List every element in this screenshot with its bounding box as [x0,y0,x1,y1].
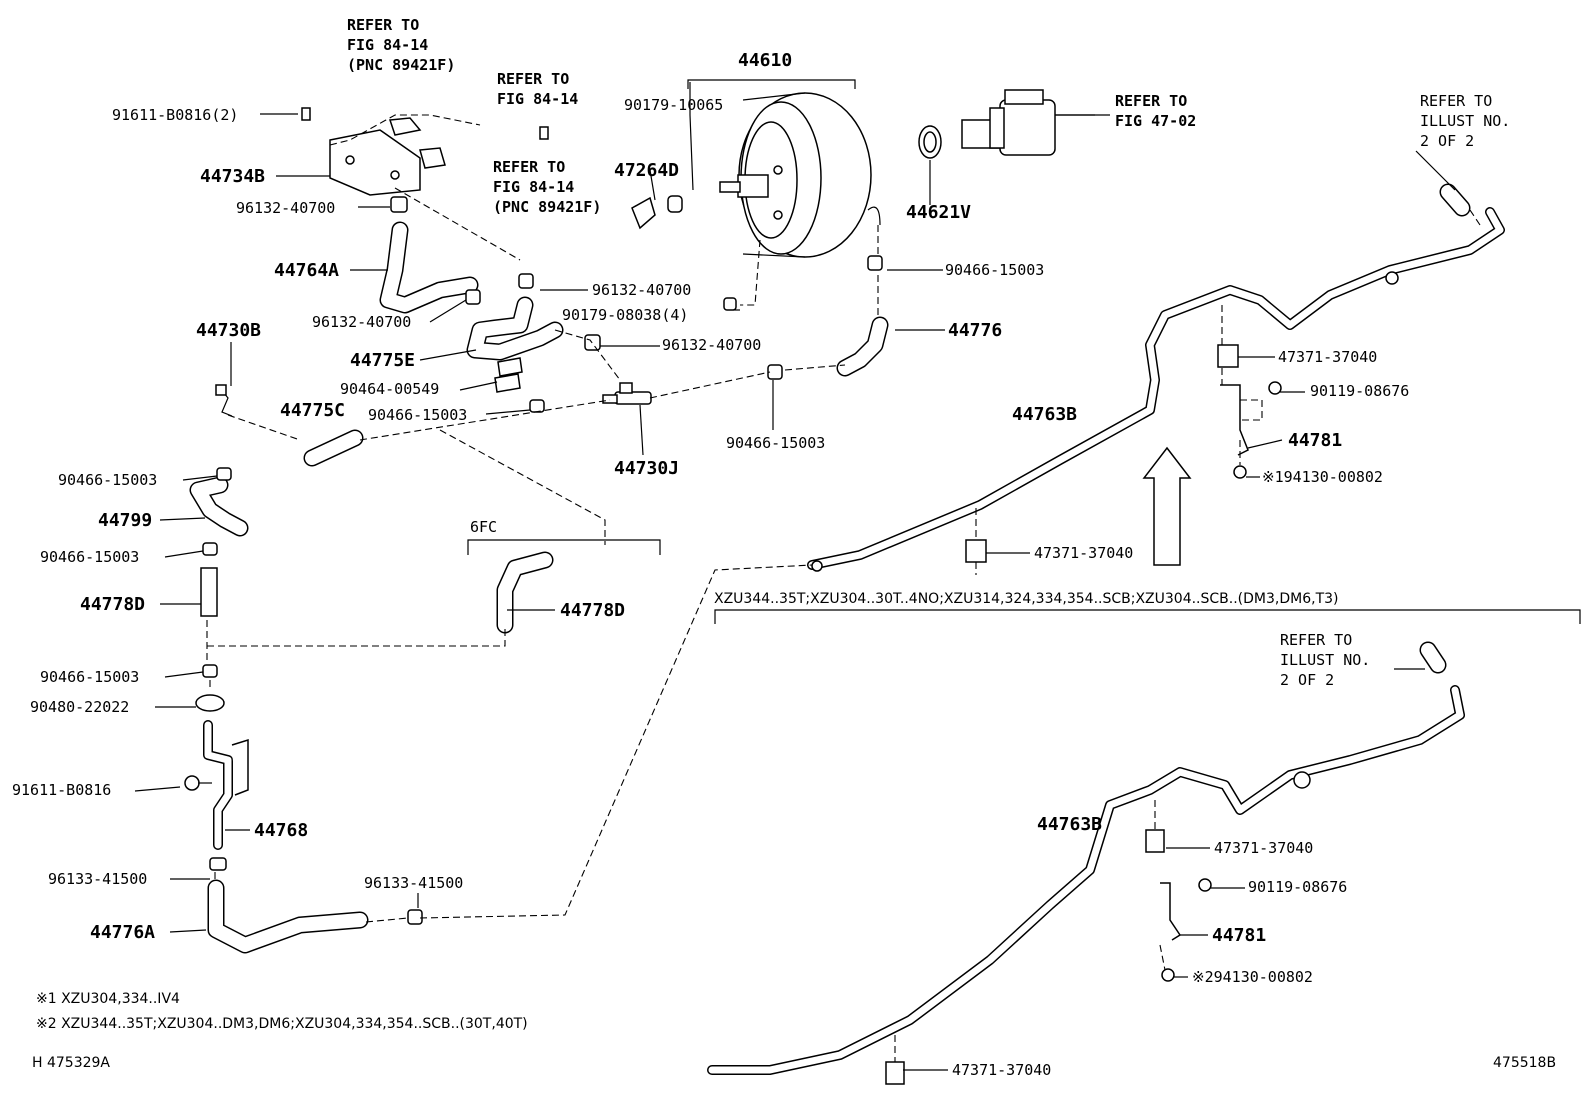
part-label-44734b: 44734B [200,166,265,187]
ref-fig84-14c-line1: REFER TO [493,158,565,176]
check-valve-44730j-illustration [602,382,652,405]
part-label-44778d-a: 44778D [80,594,145,615]
ref-illust-bottom-line1: REFER TO [1280,631,1352,649]
ref-illust-top-line2: ILLUST NO. [1420,112,1510,130]
clamp-set [195,195,883,925]
part-label-44781-a: 44781 [1288,430,1342,451]
vacuum-pipe-44768-illustration [184,720,249,850]
ref-fig84-14c-line3: (PNC 89421F) [493,198,601,216]
ref-fig84-14-line1: REFER TO [347,16,419,34]
part-label-44764a: 44764A [274,260,339,281]
part-label-91611-b0816-2: 91611-B0816(2) [112,106,238,124]
part-label-44775e: 44775E [350,350,415,371]
ref-illust-top-line3: 2 OF 2 [1420,132,1474,150]
part-label-96133-41500-b: 96133-41500 [364,874,463,892]
ref-fig84-14c-line2: FIG 84-14 [493,178,574,196]
ref-fig47-02-line1: REFER TO [1115,92,1187,110]
part-label-194130-00802: ※194130-00802 [1262,468,1383,486]
part-label-44799: 44799 [98,510,152,531]
part-label-44775c: 44775C [280,400,345,421]
pipe-clip-set [811,271,1399,1085]
part-label-96132-40700-d: 96132-40700 [312,313,411,331]
part-label-44776a: 44776A [90,922,155,943]
part-label-90480-22022: 90480-22022 [30,698,129,716]
part-label-96133-41500-a: 96133-41500 [48,870,147,888]
part-label-90179-08038: 90179-08038(4) [562,306,688,324]
ref-fig84-14b-line2: FIG 84-14 [497,90,578,108]
part-label-96132-40700-c: 96132-40700 [236,199,335,217]
part-label-96132-40700-b: 96132-40700 [662,336,761,354]
part-label-44776: 44776 [948,320,1002,341]
ref-fig47-02-line2: FIG 47-02 [1115,112,1196,130]
ref-illust-top-line1: REFER TO [1420,92,1492,110]
part-label-44768: 44768 [254,820,308,841]
ref-illust-bottom-line2: ILLUST NO. [1280,651,1370,669]
part-label-47264d: 47264D [614,160,679,181]
master-cylinder-illustration [961,89,1095,156]
part-label-44781-b: 44781 [1212,925,1266,946]
part-label-44730j: 44730J [614,458,679,479]
part-label-294130-00802: ※294130-00802 [1192,968,1313,986]
part-label-47371-37040-b: 47371-37040 [1034,544,1133,562]
ref-fig84-14-line2: FIG 84-14 [347,36,428,54]
part-label-47371-37040-c: 47371-37040 [1214,839,1313,857]
part-label-47371-37040-d: 47371-37040 [952,1061,1051,1079]
part-label-90119-08676-a: 90119-08676 [1310,382,1409,400]
part-label-90179-10065: 90179-10065 [624,96,723,114]
part-label-44610: 44610 [738,50,792,71]
part-label-90466-15003-c: 90466-15003 [726,434,825,452]
part-label-90466-15003-b: 90466-15003 [368,406,467,424]
variant-header: XZU344..35T;XZU304..30T..4NO;XZU314,324,… [714,591,1339,607]
part-label-44621v: 44621V [906,202,971,223]
part-label-44763b-b: 44763B [1037,814,1102,835]
part-label-6fc: 6FC [470,518,497,536]
ref-fig84-14-line3: (PNC 89421F) [347,56,455,74]
part-label-90466-15003-e: 90466-15003 [40,548,139,566]
part-label-90466-15003-a: 90466-15003 [945,261,1044,279]
part-label-90464-00549: 90464-00549 [340,380,439,398]
footnote-2: ※2 XZU344..35T;XZU304..DM3,DM6;XZU304,33… [36,1016,528,1032]
part-label-44778d-b: 44778D [560,600,625,621]
ref-fig84-14b-line1: REFER TO [497,70,569,88]
bracket-44734b-illustration [301,107,549,261]
part-label-90466-15003-d: 90466-15003 [58,471,157,489]
part-label-90466-15003-f: 90466-15003 [40,668,139,686]
part-label-44763b-a: 44763B [1012,404,1077,425]
part-label-44730b: 44730B [196,320,261,341]
up-arrow-icon [1142,446,1192,566]
part-label-91611-b0816: 91611-B0816 [12,781,111,799]
illustration-id-right: 475518B [1493,1055,1556,1071]
brake-booster-illustration [719,92,881,258]
part-label-90119-08676-b: 90119-08676 [1248,878,1347,896]
part-label-96132-40700-a: 96132-40700 [592,281,691,299]
footnote-1: ※1 XZU304,334..IV4 [36,991,180,1007]
illustration-id-left: H 475329A [32,1055,110,1071]
part-label-47371-37040-a: 47371-37040 [1278,348,1377,366]
ref-illust-bottom-line3: 2 OF 2 [1280,671,1334,689]
